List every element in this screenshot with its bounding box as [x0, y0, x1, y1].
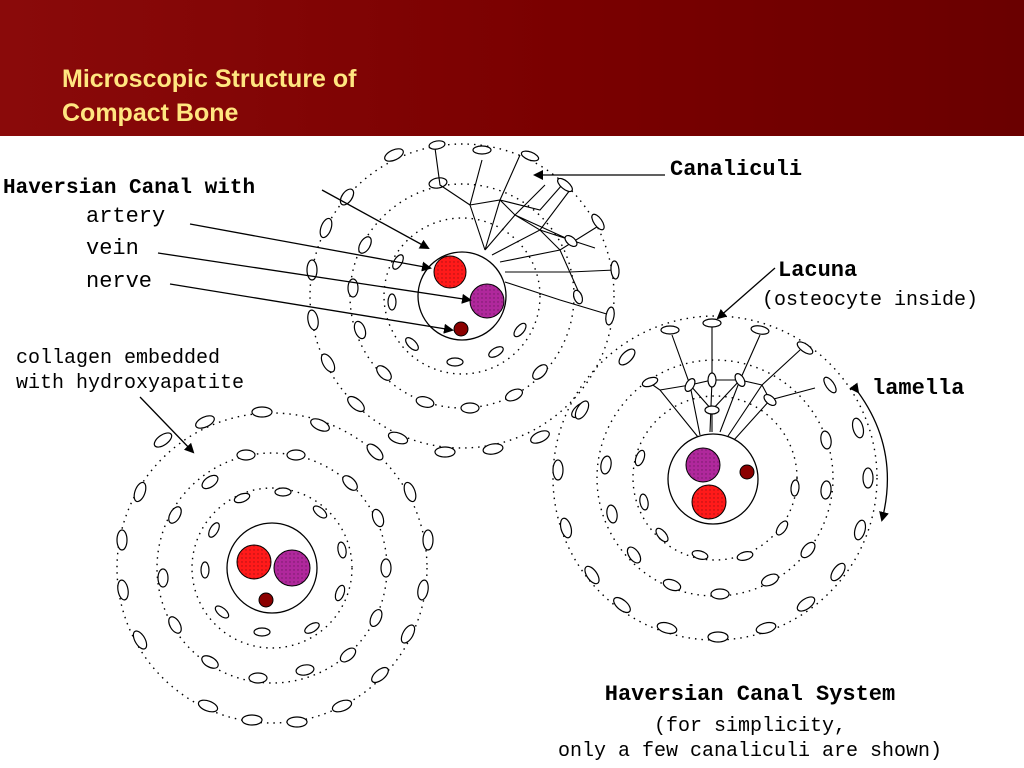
system-note-line-2: only a few canaliculi are shown)	[557, 740, 943, 763]
osteon-right-lamella-middle	[596, 359, 834, 597]
label-lacuna: Lacuna	[778, 258, 858, 283]
system-title: Haversian Canal System	[604, 682, 896, 707]
lacuna-arrow	[716, 267, 776, 320]
osteon-top-nerve	[453, 321, 469, 337]
collagen-arrow	[139, 396, 195, 454]
osteon-right	[552, 315, 878, 643]
osteon-top-lacunae	[306, 148, 589, 458]
lamella-arrow	[849, 382, 889, 522]
osteon-right-nerve	[739, 464, 755, 480]
label-artery: artery	[86, 204, 166, 229]
osteon-right-canaliculi	[649, 325, 816, 441]
osteon-top-lamella-outer	[309, 143, 615, 449]
label-collagen-line-1: collagen embedded	[16, 347, 221, 370]
vein-arrow	[157, 252, 472, 304]
osteon-right-lamella-inner	[632, 395, 798, 561]
slide-title-line-2: Compact Bone	[62, 99, 239, 127]
label-collagen-line-2: with hydroxyapatite	[16, 372, 245, 395]
label-osteocyte-inside: (osteocyte inside)	[762, 289, 979, 312]
label-canaliculi: Canaliculi	[670, 157, 803, 182]
system-note-line-1: (for simplicity,	[653, 715, 847, 738]
slide-title: Microscopic Structure of Compact Bone	[62, 62, 357, 130]
label-haversian-canal-with: Haversian Canal with	[3, 177, 256, 200]
nerve-arrow	[169, 283, 454, 334]
artery-arrow	[189, 223, 432, 272]
osteon-top-canaliculi-lacunae	[428, 140, 620, 326]
osteon-left-lamella-outer	[116, 412, 428, 724]
osteon-left-lamella-inner	[191, 487, 353, 649]
haversian-arrow	[321, 189, 430, 249]
osteon-right-canaliculi-lacunae	[641, 318, 837, 415]
label-nerve: nerve	[86, 269, 153, 294]
osteon-left	[116, 406, 434, 728]
osteon-top-lamella-inner	[383, 217, 541, 375]
slide-title-line-1: Microscopic Structure of	[62, 65, 357, 93]
label-vein: vein	[86, 236, 139, 261]
osteon-left-nerve	[258, 592, 274, 608]
slide-header: Microscopic Structure of Compact Bone	[0, 0, 1024, 136]
leader-arrows	[139, 170, 889, 522]
label-lamella: lamella	[872, 376, 965, 401]
osteon-left-lacunae	[116, 406, 434, 728]
